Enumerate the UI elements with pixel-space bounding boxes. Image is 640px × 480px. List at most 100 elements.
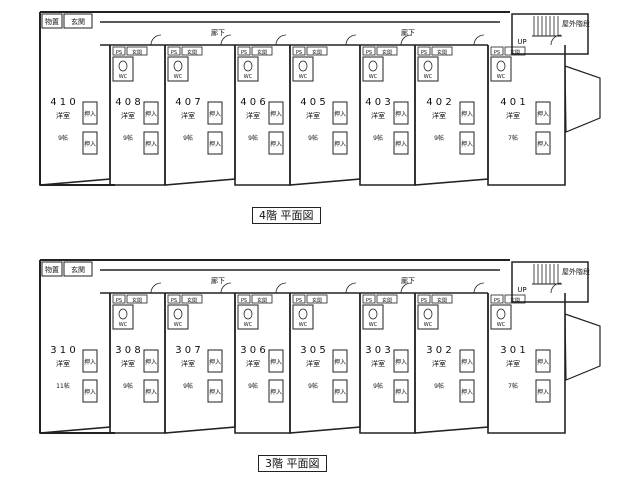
closet	[535, 101, 551, 125]
wc-label: WC	[497, 322, 506, 328]
closet-label: 押入	[84, 110, 96, 118]
toilet-symbol	[368, 60, 378, 72]
ps-label: PS	[241, 298, 247, 304]
closet-label: 押入	[395, 110, 407, 118]
closet	[393, 379, 409, 403]
genkan-label: 玄関	[187, 49, 197, 56]
unit-number: 3 0 7	[175, 345, 200, 356]
genkan-label: 玄関	[312, 49, 322, 56]
closet-label: 押入	[270, 388, 282, 396]
unit-number: 3 0 3	[365, 345, 390, 356]
room-size: 9帖	[308, 134, 318, 142]
door-swing	[220, 34, 232, 46]
closet-label: 押入	[145, 388, 157, 396]
genkan-box	[504, 294, 526, 304]
unit-number: 4 1 0	[50, 97, 75, 108]
closet-label: 押入	[209, 140, 221, 148]
room-type: 洋室	[121, 111, 135, 120]
wc-label: WC	[369, 322, 378, 328]
floor-4-caption: 4階 平面図	[252, 207, 321, 224]
room-size: 9帖	[373, 382, 383, 390]
storage-room	[41, 261, 63, 277]
closet-label: 押入	[270, 110, 282, 118]
door-swing	[150, 282, 162, 294]
genkan-box	[126, 46, 148, 56]
storage-label: 物置	[45, 265, 59, 274]
room-type: 洋室	[432, 359, 446, 368]
ps-shaft	[417, 294, 431, 304]
room-size: 9帖	[183, 382, 193, 390]
ps-label: PS	[366, 298, 372, 304]
closet-label: 押入	[145, 140, 157, 148]
toilet-symbol	[243, 308, 253, 320]
closet-label: 押入	[395, 358, 407, 366]
genkan-box	[306, 46, 328, 56]
room-size: 9帖	[123, 134, 133, 142]
closet	[459, 379, 475, 403]
door-swing	[400, 282, 412, 294]
closet	[459, 131, 475, 155]
toilet-symbol	[496, 308, 506, 320]
genkan-box	[251, 46, 273, 56]
ps-shaft	[292, 46, 306, 56]
door-swing	[550, 34, 562, 46]
wc-room	[362, 304, 384, 330]
closet-label: 押入	[270, 358, 282, 366]
closet-label: 押入	[537, 358, 549, 366]
closet-label: 押入	[334, 140, 346, 148]
wc-room	[490, 304, 512, 330]
genkan-label: 玄関	[71, 265, 85, 274]
closet-label: 押入	[209, 388, 221, 396]
closet-label: 押入	[537, 388, 549, 396]
closet-label: 押入	[537, 110, 549, 118]
closet-label: 押入	[270, 140, 282, 148]
wc-room	[112, 304, 134, 330]
closet	[82, 101, 98, 125]
closet	[143, 101, 159, 125]
door-swing	[275, 34, 287, 46]
closet	[207, 101, 223, 125]
genkan-label: 玄関	[437, 297, 447, 304]
room-type: 洋室	[371, 359, 385, 368]
ps-shaft	[237, 46, 251, 56]
genkan-label: 玄関	[132, 49, 142, 56]
closet-label: 押入	[209, 110, 221, 118]
unit-wall	[487, 45, 566, 186]
ps-shaft	[237, 294, 251, 304]
toilet-symbol	[298, 308, 308, 320]
wc-label: WC	[119, 322, 128, 328]
toilet-symbol	[173, 308, 183, 320]
ps-label: PS	[116, 50, 122, 56]
closet-label: 押入	[84, 358, 96, 366]
genkan-label: 玄関	[437, 49, 447, 56]
room-type: 洋室	[306, 359, 320, 368]
unit-wall	[487, 293, 566, 434]
door-swing	[345, 282, 357, 294]
unit-number: 4 0 3	[365, 97, 390, 108]
closet-label: 押入	[461, 110, 473, 118]
wc-label: WC	[424, 322, 433, 328]
ps-shaft	[167, 46, 181, 56]
door-swing	[150, 34, 162, 46]
closet	[332, 379, 348, 403]
wc-room	[112, 56, 134, 82]
unit-number: 4 0 5	[300, 97, 325, 108]
genkan-room	[63, 261, 93, 277]
ps-label: PS	[171, 50, 177, 56]
wc-room	[292, 304, 314, 330]
closet-label: 押入	[395, 140, 407, 148]
room-size: 9帖	[248, 134, 258, 142]
ps-shaft	[292, 294, 306, 304]
genkan-box	[306, 294, 328, 304]
genkan-box	[181, 294, 203, 304]
closet	[393, 349, 409, 373]
unit-wall	[414, 293, 489, 434]
door-swing	[220, 282, 232, 294]
toilet-symbol	[118, 308, 128, 320]
